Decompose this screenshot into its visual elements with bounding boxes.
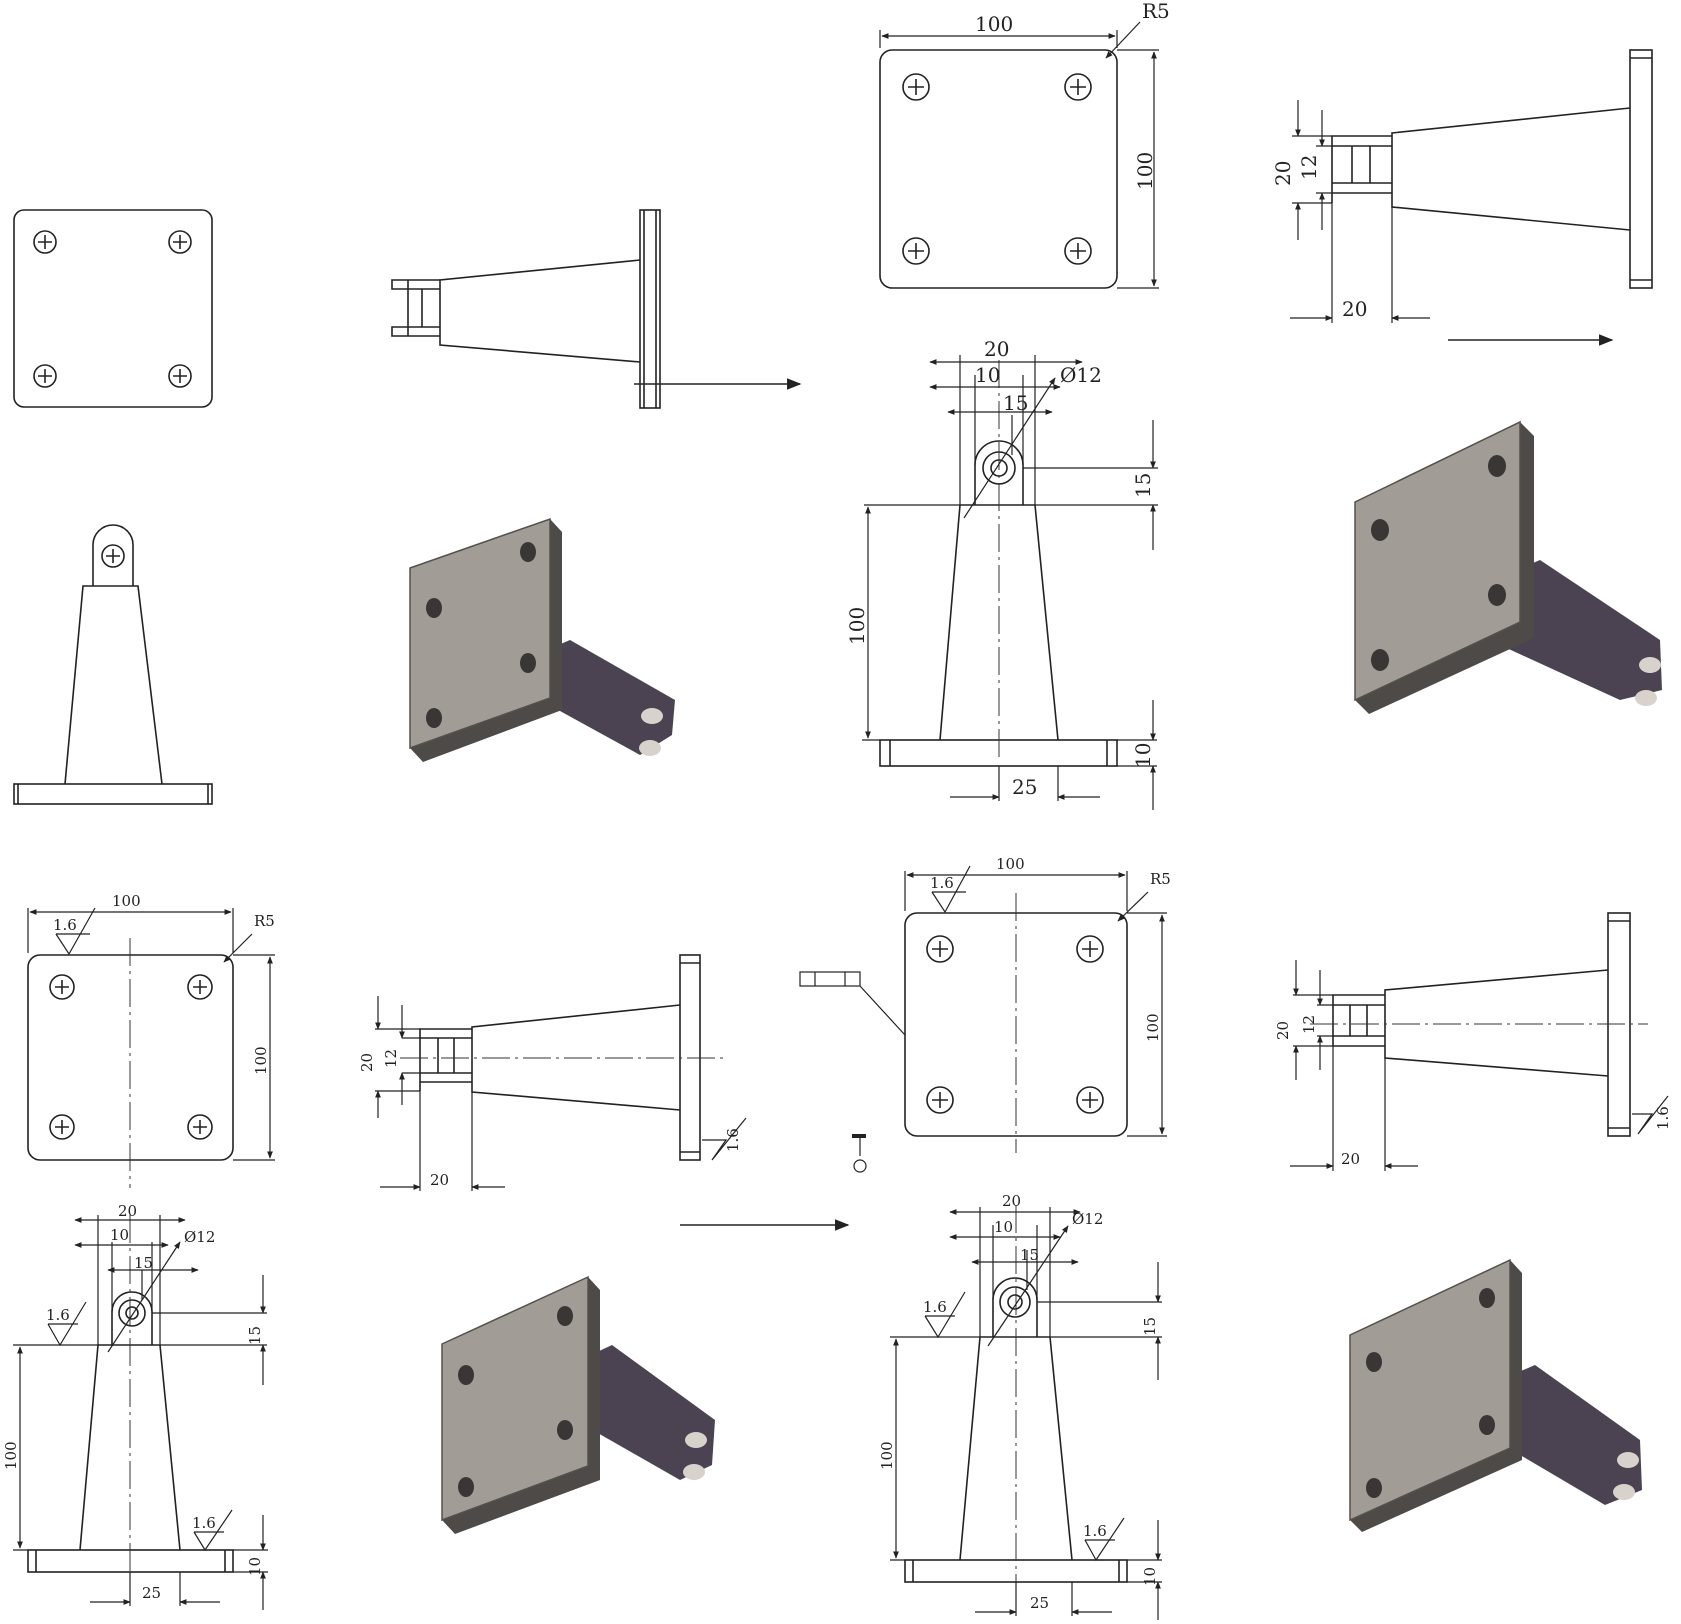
dim-radius: R5: [254, 912, 275, 930]
dim-lug-gap: 12: [1297, 155, 1321, 180]
dim-hole-diameter: Ø12: [184, 1228, 215, 1246]
surface-finish-symbol: 1.6: [1632, 1095, 1672, 1135]
svg-text:1.6: 1.6: [46, 1306, 70, 1324]
dim-lug-width: 20: [358, 1053, 376, 1072]
bracket-3d-model: [441, 1275, 715, 1534]
sketch-side-view: [391, 209, 661, 409]
finish-side-view-2: 20 12 20 1.6: [1274, 912, 1672, 1171]
svg-text:1.6: 1.6: [53, 916, 77, 934]
dim-lug-length: 20: [1341, 1150, 1360, 1168]
dim-top-width: 20: [984, 337, 1009, 361]
datum-symbol: [852, 1134, 867, 1173]
finish-front-plate-datum: 100 100 R5 1.6: [799, 855, 1171, 1173]
dim-lug-length: 20: [430, 1171, 449, 1189]
dim-base-thickness: 10: [1141, 1567, 1159, 1586]
dim-width: 100: [975, 12, 1013, 36]
sketch-front-plate: [13, 209, 213, 408]
dimensioned-front-plate: 100 100 R5: [879, 0, 1170, 289]
dim-lug-height: 15: [1141, 1317, 1159, 1336]
dim-hole-diameter: Ø12: [1072, 1210, 1103, 1228]
dim-body-height: 100: [878, 1441, 896, 1470]
dim-lug-length: 20: [1342, 297, 1367, 321]
finish-side-view: 20 12 20 1.6: [358, 954, 747, 1191]
dim-body-height: 100: [845, 607, 869, 645]
bracket-3d-model: [1349, 1258, 1642, 1532]
dim-width: 100: [996, 855, 1025, 873]
surface-finish-symbol: 1.6: [1083, 1517, 1125, 1562]
dim-base-width: 25: [1012, 775, 1037, 799]
finish-front-plate: 100 100 R5 1.6: [27, 892, 275, 1188]
bolt-hole-icon: [902, 73, 1092, 265]
dim-radius: R5: [1142, 0, 1170, 23]
dimensioned-side-view: 20 12 20: [1271, 49, 1653, 323]
dim-top-half: 10: [975, 363, 1000, 387]
finish-top-view-2: 20 10 15 Ø12 15 100 10 25 1.6 1.6: [878, 1192, 1162, 1620]
dim-lug-height: 15: [246, 1326, 264, 1345]
dim-top-width: 20: [1002, 1192, 1021, 1210]
dim-top-half: 10: [994, 1218, 1013, 1236]
surface-finish-symbol: 1.6: [46, 1301, 87, 1347]
dim-hole-offset: 15: [1020, 1246, 1039, 1264]
surface-finish-symbol: 1.6: [702, 1117, 747, 1161]
dim-base-thickness: 10: [246, 1557, 264, 1576]
sketch-top-view: [13, 524, 213, 805]
dim-lug-height: 15: [1131, 473, 1155, 498]
dim-radius: R5: [1150, 870, 1171, 888]
dim-hole-offset: 15: [1003, 391, 1028, 415]
dim-lug-width: 20: [1271, 161, 1295, 186]
surface-finish-symbol: 1.6: [923, 1291, 966, 1339]
surface-finish-symbol: 1.6: [53, 907, 96, 956]
dimensioned-top-view: 20 10 15 Ø12 15 100 10 25: [845, 337, 1158, 810]
dim-lug-gap: 12: [1300, 1015, 1318, 1034]
dim-base-width: 25: [1030, 1594, 1049, 1612]
dim-height: 100: [252, 1046, 270, 1075]
bolt-hole-icon: [33, 230, 192, 388]
svg-text:1.6: 1.6: [1654, 1106, 1672, 1130]
surface-finish-symbol: 1.6: [192, 1509, 233, 1552]
svg-text:1.6: 1.6: [192, 1514, 216, 1532]
surface-finish-symbol: 1.6: [930, 865, 971, 914]
dim-hole-offset: 15: [134, 1254, 153, 1272]
svg-text:1.6: 1.6: [923, 1298, 947, 1316]
dim-height: 100: [1144, 1013, 1162, 1042]
svg-text:1.6: 1.6: [1083, 1522, 1107, 1540]
dim-height: 100: [1133, 152, 1157, 190]
dim-top-half: 10: [110, 1226, 129, 1244]
bracket-3d-model: [409, 517, 675, 762]
svg-text:1.6: 1.6: [930, 874, 954, 892]
dim-hole-diameter: Ø12: [1060, 363, 1102, 387]
dim-lug-gap: 12: [382, 1049, 400, 1068]
flatness-tolerance-frame: [799, 971, 906, 1036]
bolt-hole-icon: [926, 935, 1104, 1114]
dim-body-height: 100: [2, 1441, 20, 1470]
svg-text:1.6: 1.6: [724, 1128, 742, 1152]
dim-top-width: 20: [118, 1202, 137, 1220]
bracket-3d-model: [1354, 420, 1662, 714]
dim-base-thickness: 10: [1131, 743, 1155, 768]
dim-base-width: 25: [142, 1584, 161, 1602]
dim-width: 100: [112, 892, 141, 910]
dim-lug-width: 20: [1274, 1021, 1292, 1040]
finish-top-view: 20 10 15 Ø12 15 100 10 25 1.6 1.6: [2, 1202, 268, 1610]
bolt-hole-icon: [49, 974, 213, 1140]
